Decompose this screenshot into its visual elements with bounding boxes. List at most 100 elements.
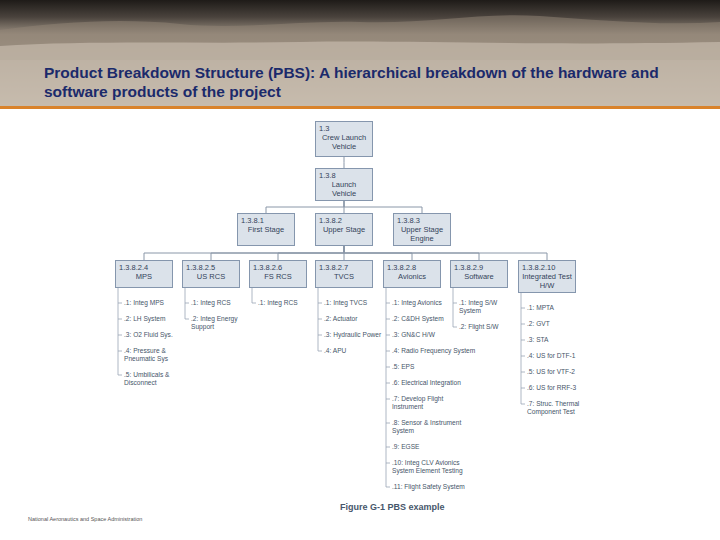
tree-spine	[318, 288, 319, 351]
product-name: Launch Vehicle	[319, 180, 369, 198]
tree-tick	[118, 375, 122, 376]
product-item: .4: US for DTF-1	[527, 352, 575, 360]
product-item: .1: Integ MPS	[124, 299, 164, 307]
product-item: .3: Hydraulic Power	[324, 331, 381, 339]
tree-tick	[453, 327, 457, 328]
pbs-box: 1.3.8.1First Stage	[237, 213, 295, 246]
tree-tick	[118, 319, 122, 320]
footer-note: National Aeronautics and Space Administr…	[28, 516, 142, 523]
tree-spine	[453, 288, 454, 327]
tree-tick	[521, 324, 525, 325]
tree-tick	[521, 308, 525, 309]
product-item: .1: Integ S/W System	[459, 299, 519, 315]
pbs-box: 1.3Crew Launch Vehicle	[315, 121, 373, 157]
product-item: .3: STA	[527, 336, 549, 344]
tree-spine	[252, 288, 253, 303]
tree-tick	[386, 423, 390, 424]
product-item: .9: EGSE	[392, 443, 420, 451]
tree-tick	[386, 383, 390, 384]
wbs-number: 1.3.8.1	[241, 216, 291, 225]
tree-tick	[386, 335, 390, 336]
wbs-number: 1.3.8.2	[319, 216, 369, 225]
pbs-box: 1.3.8.2.6FS RCS	[249, 260, 307, 288]
tree-spine	[386, 288, 387, 487]
product-item: .1: Integ RCS	[258, 299, 298, 307]
tree-tick	[386, 351, 390, 352]
product-name: Software	[454, 272, 504, 281]
product-item: .4: Radio Frequency System	[392, 347, 475, 355]
tree-tick	[453, 303, 457, 304]
product-item: .8: Sensor & Instrument System	[392, 419, 476, 435]
tree-spine	[118, 288, 119, 375]
wbs-number: 1.3.8.2.6	[253, 263, 303, 272]
product-name: Integrated Test H/W	[522, 272, 572, 290]
tree-tick	[185, 303, 189, 304]
product-item: .10: Integ CLV Avionics System Element T…	[392, 459, 476, 475]
product-name: MPS	[119, 272, 169, 281]
product-item: .3: O2 Fluid Sys.	[124, 331, 173, 339]
tree-tick	[252, 303, 256, 304]
product-item: .5: US for VTF-2	[527, 368, 575, 376]
product-name: TVCS	[319, 272, 369, 281]
banner-ground	[0, 0, 720, 107]
wbs-number: 1.3.8.2.7	[319, 263, 369, 272]
wbs-number: 1.3.8.2.5	[186, 263, 236, 272]
tree-tick	[118, 303, 122, 304]
wbs-number: 1.3.8.2.8	[387, 263, 437, 272]
product-item: .6: Electrical Integration	[392, 379, 461, 387]
product-item: .7: Struc. Thermal Component Test	[527, 400, 599, 416]
tree-tick	[521, 372, 525, 373]
product-item: .1: MPTA	[527, 304, 554, 312]
tree-tick	[386, 463, 390, 464]
wbs-number: 1.3.8	[319, 171, 369, 180]
product-item: .2: Integ Energy Support	[191, 315, 249, 331]
tree-connector	[144, 246, 344, 260]
tree-connector	[344, 246, 547, 260]
product-item: .5: EPS	[392, 363, 414, 371]
tree-tick	[318, 351, 322, 352]
tree-connector	[278, 246, 344, 260]
product-item: .2: C&DH System	[392, 315, 444, 323]
wbs-number: 1.3.8.2.4	[119, 263, 169, 272]
tree-tick	[185, 319, 189, 320]
tree-tick	[521, 356, 525, 357]
wbs-number: 1.3.8.3	[397, 216, 447, 225]
tree-tick	[386, 399, 390, 400]
tree-tick	[386, 367, 390, 368]
tree-tick	[118, 351, 122, 352]
pbs-box: 1.3.8Launch Vehicle	[315, 168, 373, 201]
product-name: US RCS	[186, 272, 236, 281]
product-name: Upper Stage	[319, 225, 369, 234]
tree-connector	[344, 157, 345, 168]
slide-title: Product Breakdown Structure (PBS): A hie…	[44, 63, 684, 101]
product-item: .2: Actuator	[324, 315, 357, 323]
tree-tick	[318, 303, 322, 304]
tree-connector	[266, 201, 344, 213]
tree-tick	[521, 388, 525, 389]
tree-tick	[386, 487, 390, 488]
product-name: Crew Launch Vehicle	[319, 133, 369, 151]
pbs-box: 1.3.8.2.7TVCS	[315, 260, 373, 288]
pbs-box: 1.3.8.2Upper Stage	[315, 213, 373, 246]
wbs-number: 1.3	[319, 124, 369, 133]
tree-tick	[521, 404, 525, 405]
tree-tick	[521, 340, 525, 341]
product-item: .4: Pressure & Pneumatic Sys	[124, 347, 182, 363]
tree-spine	[185, 288, 186, 319]
banner-rule	[0, 106, 720, 109]
tree-tick	[318, 319, 322, 320]
tree-tick	[386, 447, 390, 448]
product-name: First Stage	[241, 225, 291, 234]
tree-spine	[521, 293, 522, 404]
pbs-box: 1.3.8.2.4MPS	[115, 260, 173, 288]
product-item: .1: Integ RCS	[191, 299, 231, 307]
product-item: .3: GN&C H/W	[392, 331, 435, 339]
pbs-box: 1.3.8.2.9Software	[450, 260, 508, 288]
wbs-number: 1.3.8.2.10	[522, 263, 572, 272]
wbs-number: 1.3.8.2.9	[454, 263, 504, 272]
tree-connector	[344, 201, 422, 213]
product-item: .2: LH System	[124, 315, 165, 323]
figure-caption: Figure G-1 PBS example	[340, 502, 445, 513]
product-item: .5: Umbilicals & Disconnect	[124, 371, 182, 387]
pbs-box: 1.3.8.2.10Integrated Test H/W	[518, 260, 576, 293]
